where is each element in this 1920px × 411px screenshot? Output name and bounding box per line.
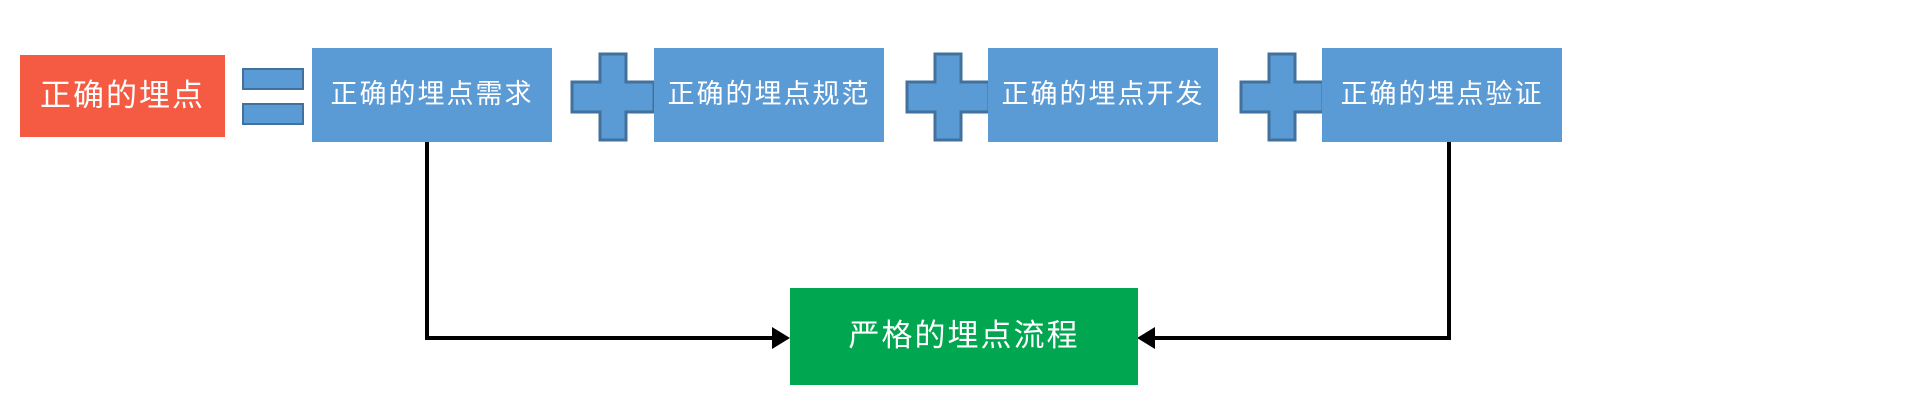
equals-sign-bar-top <box>242 68 304 90</box>
node-tracking-development-label: 正确的埋点开发 <box>1001 79 1205 110</box>
plus-sign-icon-1 <box>570 52 656 142</box>
equals-sign-bar-bottom <box>242 103 304 125</box>
plus-sign-icon-2 <box>905 52 991 142</box>
node-strict-tracking-process-label: 严格的埋点流程 <box>848 318 1080 354</box>
node-tracking-requirement[interactable]: 正确的埋点需求 <box>312 48 552 142</box>
plus-sign-shape-3 <box>1239 52 1325 142</box>
node-tracking-requirement-label: 正确的埋点需求 <box>330 79 534 110</box>
connector-left-arrowhead <box>772 327 790 349</box>
node-tracking-development[interactable]: 正确的埋点开发 <box>988 48 1218 142</box>
connector-right-arrowhead <box>1137 327 1155 349</box>
connector-right-horizontal <box>1155 336 1451 340</box>
node-tracking-verification-label: 正确的埋点验证 <box>1340 79 1544 110</box>
plus-sign-icon-3 <box>1239 52 1325 142</box>
node-correct-tracking-label: 正确的埋点 <box>40 77 205 113</box>
equals-sign-icon <box>242 68 304 125</box>
node-correct-tracking[interactable]: 正确的埋点 <box>20 55 225 137</box>
connector-right-vertical <box>1447 142 1451 340</box>
connector-left-horizontal <box>425 336 772 340</box>
node-tracking-spec-label: 正确的埋点规范 <box>667 79 871 110</box>
connector-left-vertical <box>425 142 429 340</box>
plus-sign-shape-2 <box>905 52 991 142</box>
node-tracking-spec[interactable]: 正确的埋点规范 <box>654 48 884 142</box>
node-strict-tracking-process[interactable]: 严格的埋点流程 <box>790 288 1138 385</box>
plus-sign-shape-1 <box>570 52 656 142</box>
node-tracking-verification[interactable]: 正确的埋点验证 <box>1322 48 1562 142</box>
